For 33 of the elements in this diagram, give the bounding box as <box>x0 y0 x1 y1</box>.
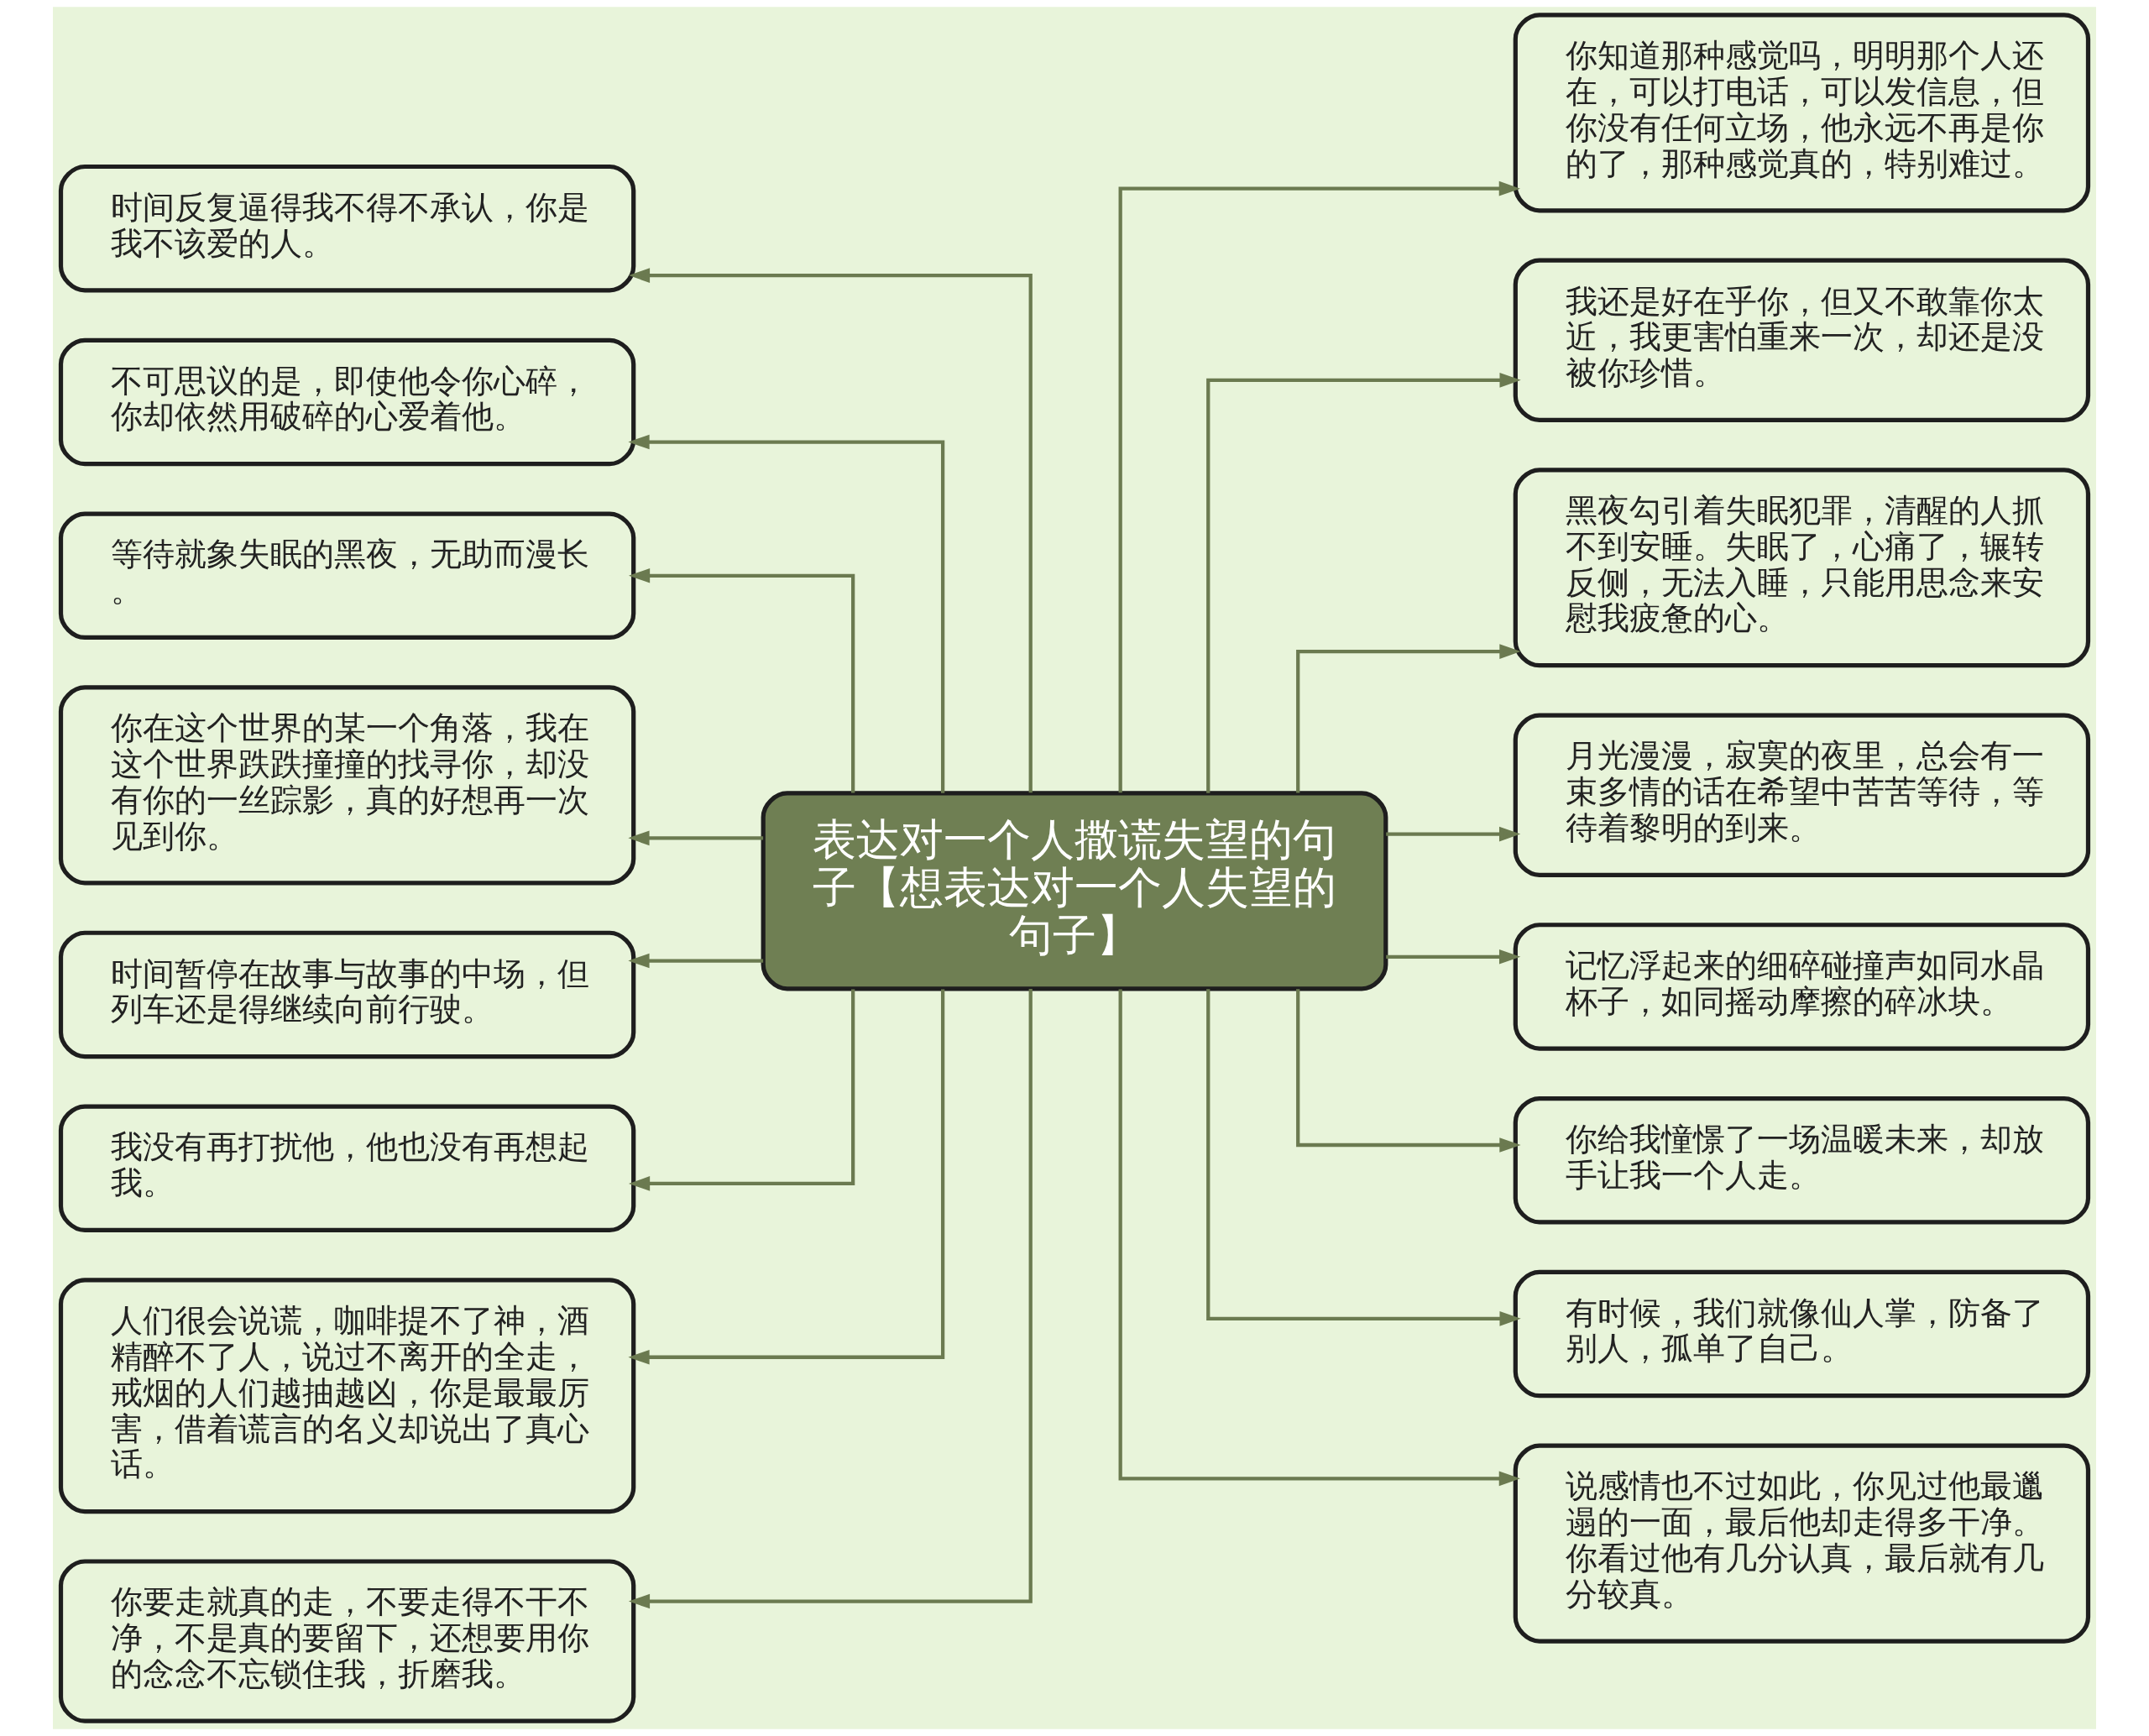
node-box: 说感情也不过如此，你见过他最邋遢的一面，最后他却走得多干净。你看过他有几分认真，最后就有几分较真。 <box>1513 1443 2091 1644</box>
node-box: 你在这个世界的某一个角落，我在这个世界跌跌撞撞的找寻你，却没有你的一丝踪影，真的好想再一次见到你。 <box>58 685 636 886</box>
arrow <box>1118 180 1520 793</box>
arrow <box>628 434 945 793</box>
node-box: 我还是好在乎你，但又不敢靠你太近，我更害怕重来一次，却还是没被你珍惜。 <box>1513 258 2091 422</box>
arrow <box>1386 949 1521 965</box>
node-box: 我没有再打扰他，他也没有再想起我。 <box>58 1104 636 1233</box>
arrow <box>1296 989 1521 1153</box>
arrow <box>1296 644 1521 793</box>
node-box: 记忆浮起来的细碎碰撞声如同水晶杯子，如同摇动摩擦的碎冰块。 <box>1513 923 2091 1051</box>
arrow <box>1386 826 1521 842</box>
node-box: 人们很会说谎，咖啡提不了神，酒精醉不了人，说过不离开的全走，戒烟的人们越抽越凶，你是最最厉害，借着谎言的名义却说出了真心话。 <box>58 1278 636 1514</box>
node-box: 你给我憧憬了一场温暖未来，却放手让我一个人走。 <box>1513 1095 2091 1225</box>
arrow <box>628 989 855 1191</box>
node-box: 黑夜勾引着失眠犯罪，清醒的人抓不到安睡。失眠了，心痛了，辗转反侧，无法入睡，只能用思念来安慰我疲惫的心。 <box>1513 468 2091 668</box>
arrow <box>628 989 1033 1609</box>
node-box: 你知道那种感觉吗，明明那个人还在，可以打电话，可以发信息，但你没有任何立场，他永远不再是你的了，那种感觉真的，特别难过。 <box>1513 13 2091 213</box>
node-box: 表达对一个人撒谎失望的句子【想表达对一个人失望的句子】 <box>761 791 1388 991</box>
arrow <box>628 268 1033 793</box>
node-box: 不可思议的是，即使他令你心碎，你却依然用破碎的心爱着他。 <box>58 337 636 467</box>
node-box: 你要走就真的走，不要走得不干不净，不是真的要留下，还想要用你的念念不忘锁住我，折磨我。 <box>58 1559 636 1723</box>
node-box: 月光漫漫，寂寞的夜里，总会有一束多情的话在希望中苦苦等待，等待着黎明的到来。 <box>1513 713 2091 877</box>
arrow <box>628 989 945 1365</box>
arrow <box>628 953 764 969</box>
node-box: 时间暂停在故事与故事的中场，但列车还是得继续向前行驶。 <box>58 930 636 1059</box>
arrow <box>628 567 855 793</box>
arrow <box>1118 989 1520 1487</box>
node-box: 等待就象失眠的黑夜，无助而漫长。 <box>58 511 636 641</box>
arrow <box>1206 373 1521 793</box>
arrow <box>628 830 764 846</box>
node-box: 有时候，我们就像仙人掌，防备了别人，孤单了自己。 <box>1513 1269 2091 1399</box>
node-box: 时间反复逼得我不得不承认，你是我不该爱的人。 <box>58 164 636 293</box>
arrow <box>1206 989 1521 1326</box>
